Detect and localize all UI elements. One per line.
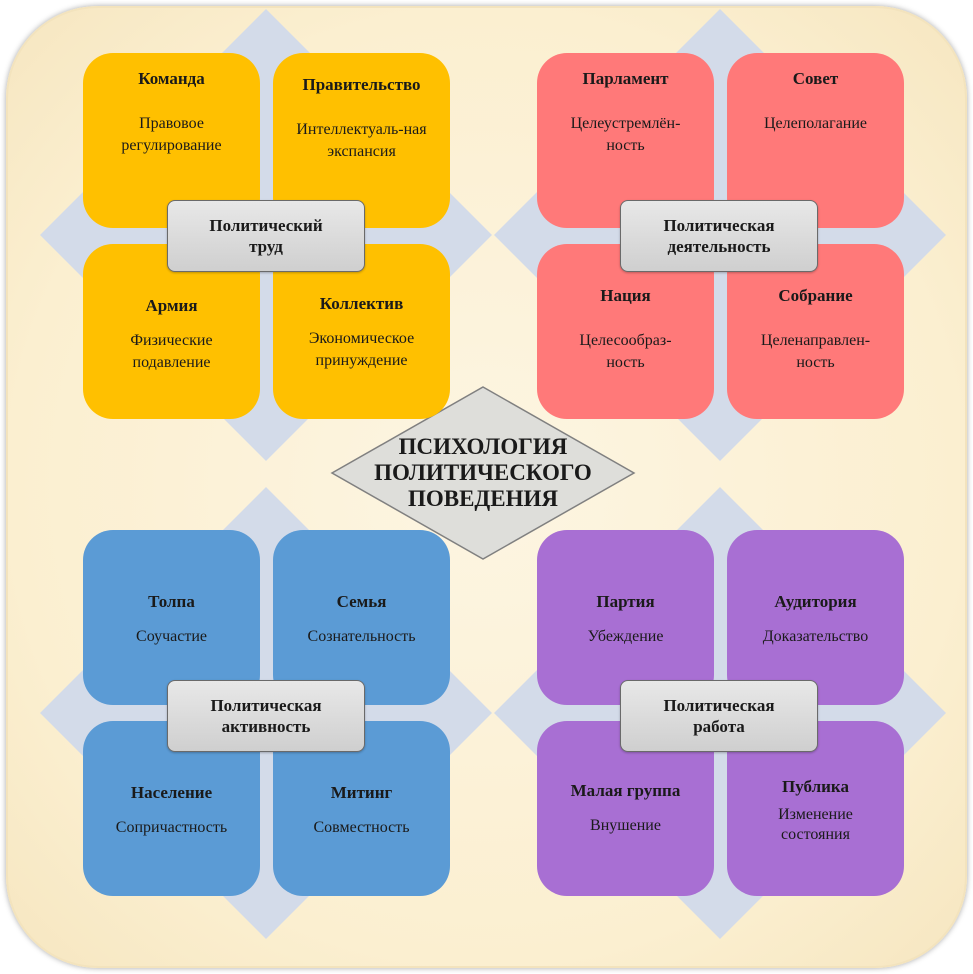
tile-pravitelstvo: Правительство Интеллектуаль-ная экспанси… <box>273 53 450 228</box>
tile-title: Аудитория <box>774 592 857 611</box>
tile-desc: Правовое регулирование <box>121 115 222 154</box>
tile-desc: Целенаправлен-ность <box>760 332 871 371</box>
tile-desc: Убеждение <box>587 628 664 645</box>
tile-title: Коллектив <box>319 294 404 313</box>
tile-sovet: Совет Целеполагание <box>727 53 904 228</box>
tile-komanda: Команда Правовое регулирование <box>83 53 260 228</box>
label-political-activity-deyat: Политическая деятельность <box>620 200 818 272</box>
tile-title: Малая группа <box>570 781 681 800</box>
tile-desc: Сопричастность <box>115 819 228 836</box>
center-title: ПСИХОЛОГИЯ ПОЛИТИЧЕСКОГО ПОВЕДЕНИЯ <box>374 434 592 511</box>
tile-title: Команда <box>138 69 205 88</box>
tile-title: Армия <box>145 296 198 315</box>
tile-title: Семья <box>336 592 387 611</box>
tile-kollektiv: Коллектив Экономическое принуждение <box>273 244 450 419</box>
tile-desc: Доказательство <box>762 628 869 645</box>
tile-desc: Целеустремлён-ность <box>570 115 681 154</box>
tile-parlament: Парламент Целеустремлён-ность <box>537 53 714 228</box>
tile-title: Толпа <box>148 592 195 611</box>
tile-desc: Экономическое принуждение <box>308 330 415 369</box>
label-political-work: Политическая работа <box>620 680 818 752</box>
tile-title: Парламент <box>582 69 669 88</box>
tile-desc: Физические подавление <box>130 332 213 371</box>
tile-desc: Внушение <box>590 817 661 834</box>
tile-sobranie: Собрание Целенаправлен-ность <box>727 244 904 419</box>
tile-armiya: Армия Физические подавление <box>83 244 260 419</box>
center-diamond <box>330 386 636 560</box>
tile-title: Совет <box>792 69 839 88</box>
tile-desc: Совместность <box>313 819 410 836</box>
tile-desc: Целесообраз-ность <box>579 332 672 371</box>
tile-partiya: Партия Убеждение <box>537 530 714 705</box>
tile-auditoriya: Аудитория Доказательство <box>727 530 904 705</box>
tile-title: Правительство <box>302 75 421 94</box>
tile-title: Население <box>130 783 213 802</box>
tile-semya: Семья Сознательность <box>273 530 450 705</box>
tile-title: Митинг <box>330 783 393 802</box>
tile-tolpa: Толпа Соучастие <box>83 530 260 705</box>
label-political-labor: Политический труд <box>167 200 365 272</box>
tile-desc: Целеполагание <box>763 115 868 132</box>
tile-desc: Интеллектуаль-ная экспансия <box>296 121 427 160</box>
tile-title: Публика <box>782 777 849 796</box>
tile-title: Собрание <box>778 286 853 305</box>
tile-title: Нация <box>600 286 651 305</box>
tile-desc: Соучастие <box>136 628 207 645</box>
tile-desc: Изменение состояния <box>778 806 853 843</box>
tile-desc: Сознательность <box>307 628 416 645</box>
tile-natsiya: Нация Целесообраз-ность <box>537 244 714 419</box>
label-political-activnost: Политическая активность <box>167 680 365 752</box>
tile-title: Партия <box>596 592 655 611</box>
